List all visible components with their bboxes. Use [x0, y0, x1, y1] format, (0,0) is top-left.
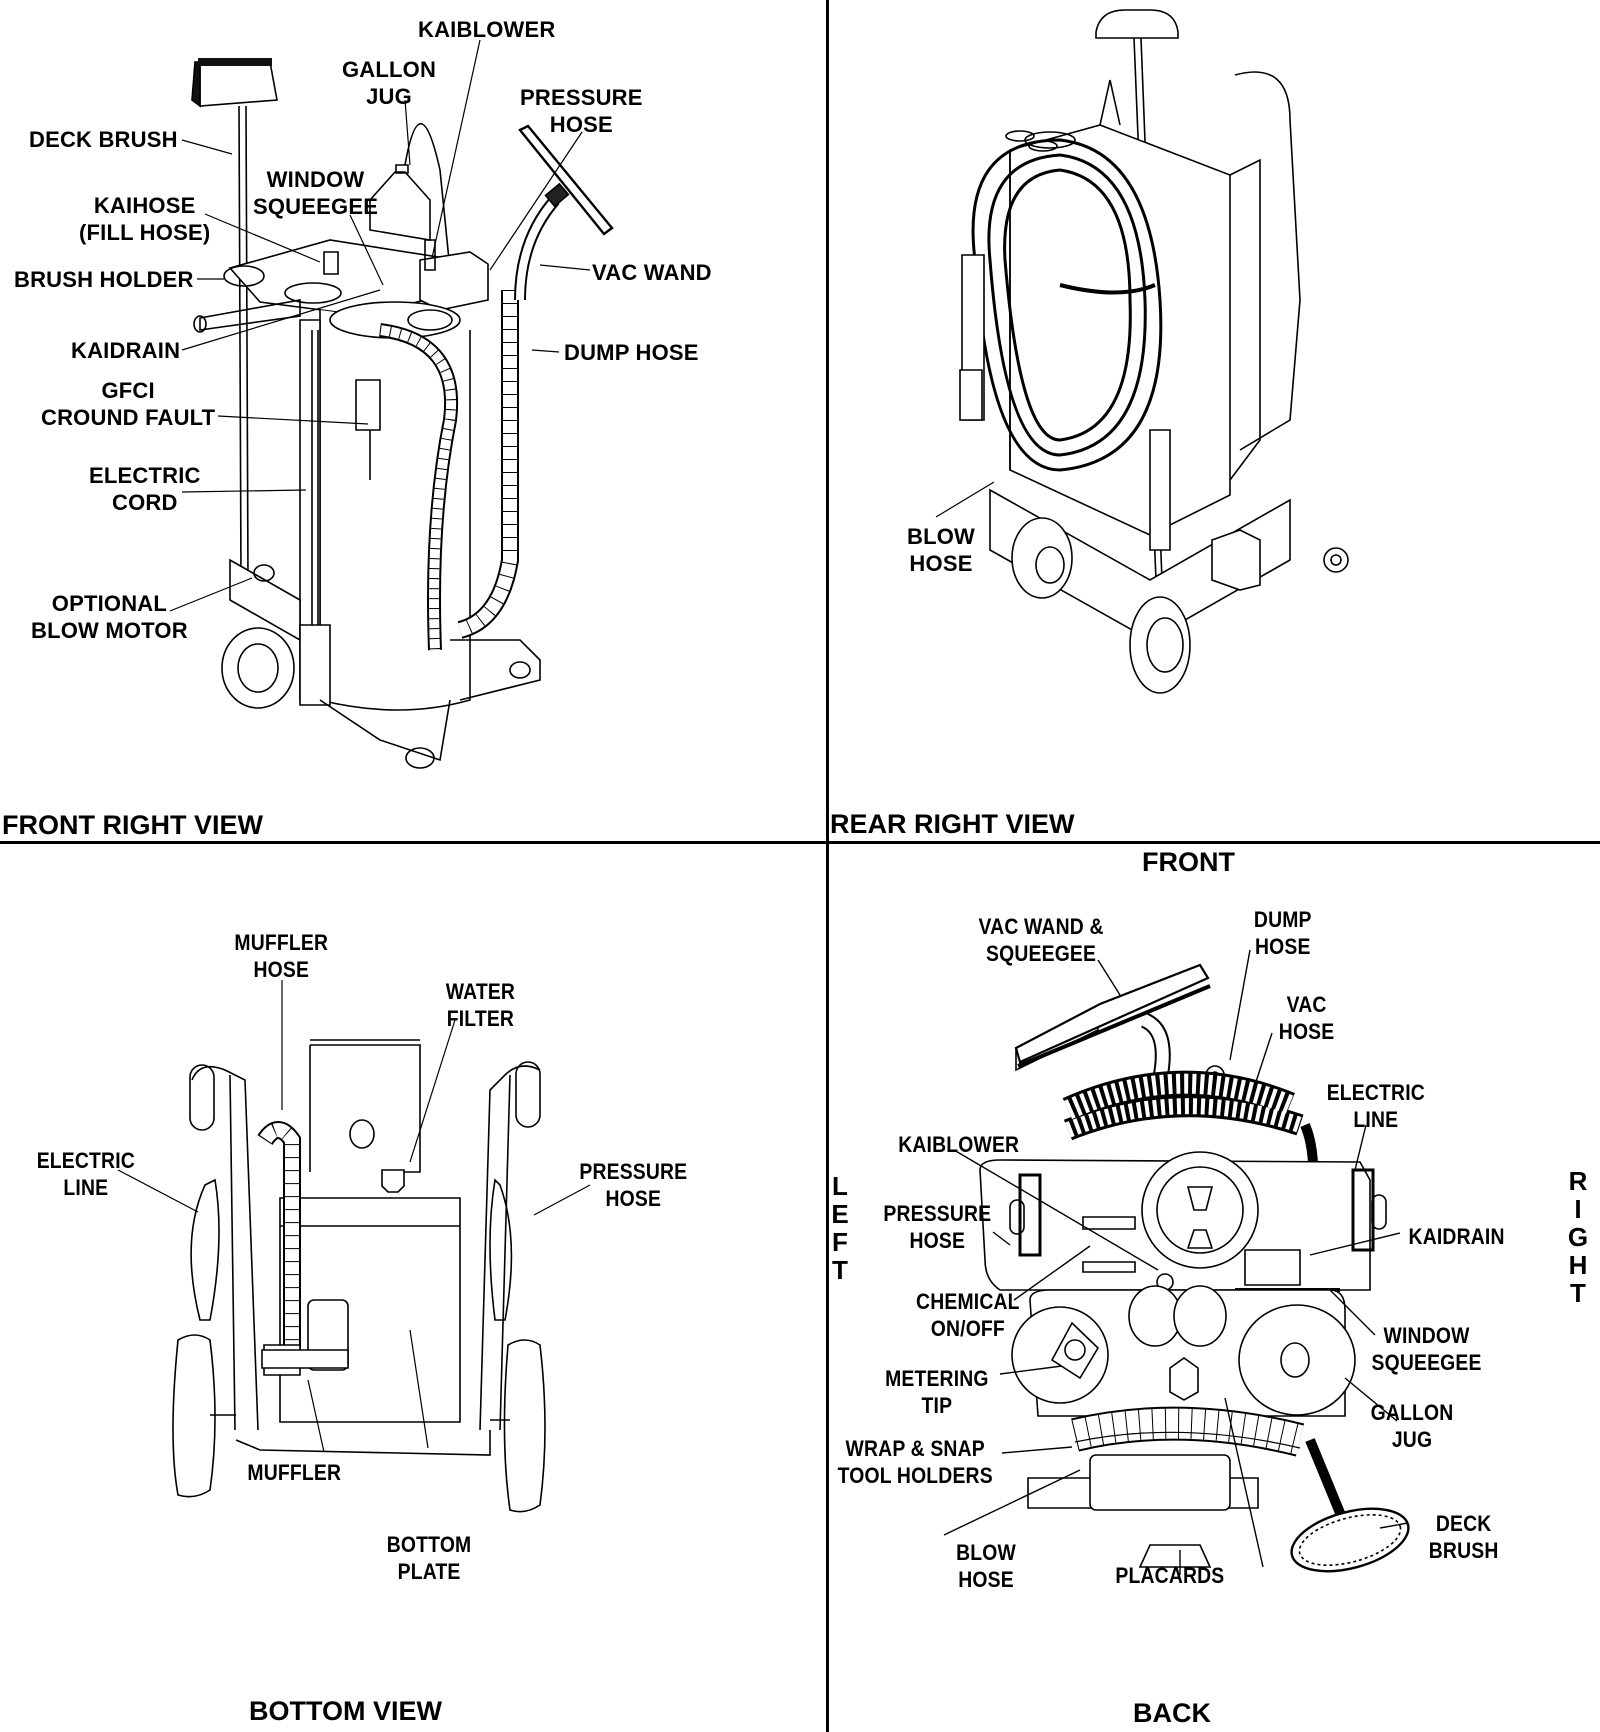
- label-muffler: MUFFLER: [247, 1460, 342, 1485]
- label-optional-blow-motor: OPTIONAL BLOW MOTOR: [31, 591, 188, 643]
- rear-right-cart-drawing: [960, 10, 1348, 693]
- top-view-cart-drawing: [980, 965, 1415, 1583]
- orientation-right: R I G H T: [1567, 1166, 1589, 1308]
- label-electric-cord: ELECTRIC CORD: [89, 463, 201, 515]
- label-vac-wand-squeegee: VAC WAND & SQUEEGEE: [978, 914, 1104, 966]
- bottom-view-cart-drawing: [173, 1040, 545, 1512]
- view-title-front-right: FRONT RIGHT VIEW: [2, 810, 263, 840]
- label-electric-line-bottom: ELECTRIC LINE: [36, 1148, 135, 1200]
- label-deck-brush: DECK BRUSH: [29, 127, 178, 152]
- label-kaidrain: KAIDRAIN: [71, 338, 181, 363]
- label-blow-hose-top: BLOW HOSE: [956, 1540, 1016, 1592]
- label-pressure-hose-bottom: PRESSURE HOSE: [579, 1159, 688, 1211]
- label-dump-hose-top: DUMP HOSE: [1253, 907, 1312, 959]
- label-dump-hose: DUMP HOSE: [564, 340, 699, 365]
- blow-hose-leader-line: [936, 482, 994, 517]
- label-kaiblower: KAIBLOWER: [418, 17, 556, 42]
- label-blow-hose-rear: BLOW HOSE: [907, 524, 976, 576]
- label-vac-wand: VAC WAND: [592, 260, 712, 285]
- label-muffler-hose: MUFFLER HOSE: [234, 930, 329, 982]
- front-right-leader-lines: [170, 40, 590, 611]
- label-pressure-hose-top: PRESSURE HOSE: [883, 1201, 992, 1253]
- label-gallon-jug: GALLON JUG: [342, 57, 437, 109]
- orientation-back: BACK: [1133, 1698, 1211, 1728]
- orientation-front: FRONT: [1142, 847, 1235, 877]
- label-placards: PLACARDS: [1115, 1563, 1225, 1588]
- orientation-left: L E F T: [831, 1171, 849, 1285]
- vertical-divider: [826, 0, 829, 1732]
- label-kaihose: KAIHOSE (FILL HOSE): [79, 193, 211, 245]
- label-bottom-plate: BOTTOM PLATE: [386, 1532, 472, 1584]
- label-water-filter: WATER FILTER: [445, 979, 516, 1031]
- label-gallon-jug-top: GALLON JUG: [1370, 1400, 1454, 1452]
- view-title-bottom: BOTTOM VIEW: [249, 1696, 442, 1726]
- label-pressure-hose: PRESSURE HOSE: [520, 85, 643, 137]
- top-view-leader-lines: [944, 950, 1408, 1575]
- label-metering-tip: METERING TIP: [885, 1366, 989, 1418]
- label-deck-brush-top: DECK BRUSH: [1428, 1511, 1499, 1563]
- label-electric-line-top: ELECTRIC LINE: [1326, 1080, 1425, 1132]
- front-right-cart-drawing: [192, 58, 612, 768]
- label-window-squeegee-top: WINDOW SQUEEGEE: [1371, 1323, 1482, 1375]
- label-chemical-onoff: CHEMICAL ON/OFF: [916, 1289, 1020, 1341]
- label-wrap-snap-tool-holders: WRAP & SNAP TOOL HOLDERS: [837, 1436, 993, 1488]
- label-brush-holder: BRUSH HOLDER: [14, 267, 194, 292]
- bottom-view-leader-lines: [118, 980, 590, 1452]
- label-kaiblower-top: KAIBLOWER: [898, 1132, 1020, 1157]
- label-kaidrain-top: KAIDRAIN: [1408, 1224, 1505, 1249]
- horizontal-divider: [0, 841, 1600, 844]
- label-window-squeegee: WINDOW SQUEEGEE: [253, 167, 379, 219]
- view-title-rear-right: REAR RIGHT VIEW: [830, 809, 1075, 839]
- label-gfci: GFCI CROUND FAULT: [41, 378, 216, 430]
- label-vac-hose: VAC HOSE: [1278, 992, 1335, 1044]
- deck-brush-drawing: [192, 58, 277, 580]
